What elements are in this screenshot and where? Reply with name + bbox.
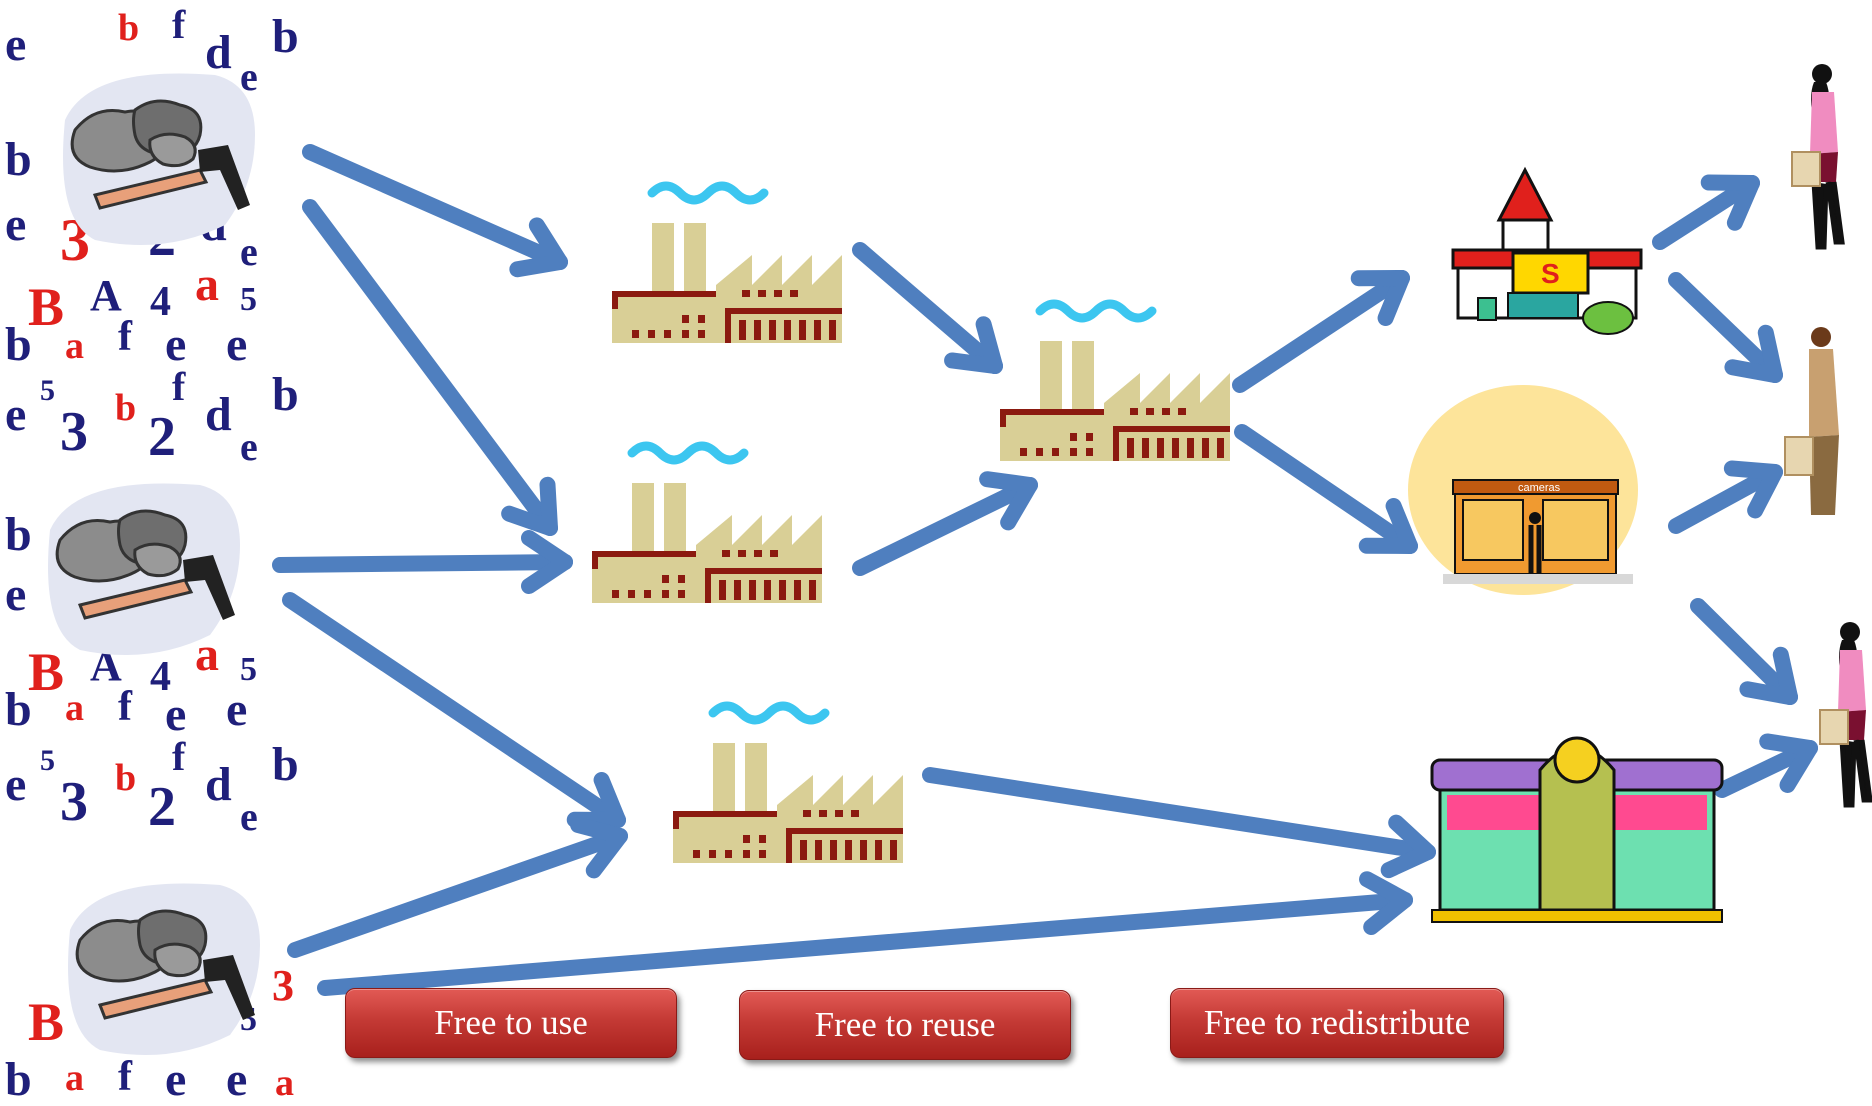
svg-text:f: f xyxy=(118,1054,133,1100)
svg-text:f: f xyxy=(172,364,186,409)
svg-text:b: b xyxy=(272,368,299,421)
shop-icon: S xyxy=(1451,166,1643,335)
svg-text:5: 5 xyxy=(40,744,55,777)
free-to-reuse-button[interactable]: Free to reuse xyxy=(739,990,1071,1060)
svg-text:e: e xyxy=(165,688,186,741)
svg-text:b: b xyxy=(5,1053,32,1106)
svg-text:b: b xyxy=(272,10,299,63)
svg-text:f: f xyxy=(118,314,133,360)
shopper-icon xyxy=(1792,64,1842,247)
svg-text:f: f xyxy=(172,2,186,47)
svg-text:e: e xyxy=(5,758,26,811)
svg-text:B: B xyxy=(28,277,64,337)
svg-text:e: e xyxy=(165,1053,186,1106)
svg-text:a: a xyxy=(65,325,84,367)
svg-text:3: 3 xyxy=(60,401,88,463)
svg-text:3: 3 xyxy=(60,771,88,833)
shopper-icon xyxy=(1784,327,1839,515)
svg-text:5: 5 xyxy=(240,651,257,688)
svg-text:A: A xyxy=(90,271,122,320)
factory-icon xyxy=(612,186,842,343)
rock-hammer-icon xyxy=(61,71,257,247)
flow-arrows xyxy=(272,144,1820,996)
svg-text:b: b xyxy=(5,683,32,736)
svg-text:a: a xyxy=(275,1062,294,1104)
svg-text:e: e xyxy=(226,318,247,371)
svg-text:b: b xyxy=(5,508,32,561)
svg-text:B: B xyxy=(28,992,64,1052)
jewelry-shop-icon xyxy=(1430,736,1724,923)
camera-shop-sign: cameras xyxy=(1518,482,1561,494)
svg-text:4: 4 xyxy=(150,654,171,700)
rock-hammer-icon xyxy=(66,881,262,1057)
svg-text:d: d xyxy=(205,26,232,79)
svg-text:e: e xyxy=(5,18,26,71)
camera-shop-icon: cameras xyxy=(1408,385,1638,595)
svg-text:f: f xyxy=(118,684,133,730)
svg-text:e: e xyxy=(5,568,26,621)
svg-text:f: f xyxy=(172,734,186,779)
svg-text:3: 3 xyxy=(272,961,294,1010)
svg-text:2: 2 xyxy=(148,776,176,838)
svg-text:b: b xyxy=(118,7,139,49)
svg-text:5: 5 xyxy=(40,374,55,407)
shopper-icon xyxy=(1820,622,1870,805)
rock-hammer-icon xyxy=(46,481,242,657)
svg-text:e: e xyxy=(226,1053,247,1106)
free-to-redistribute-button[interactable]: Free to redistribute xyxy=(1170,988,1504,1058)
svg-text:2: 2 xyxy=(148,406,176,468)
svg-text:b: b xyxy=(5,133,32,186)
svg-text:e: e xyxy=(240,54,258,99)
svg-text:a: a xyxy=(65,1057,84,1099)
factory-icon xyxy=(592,446,822,603)
svg-text:4: 4 xyxy=(150,279,171,325)
svg-text:e: e xyxy=(5,198,26,251)
svg-text:e: e xyxy=(240,424,258,469)
svg-text:b: b xyxy=(115,757,136,799)
svg-text:b: b xyxy=(115,387,136,429)
svg-text:e: e xyxy=(226,683,247,736)
svg-text:S: S xyxy=(1541,258,1560,289)
svg-text:b: b xyxy=(5,318,32,371)
factory-icon xyxy=(673,706,903,863)
svg-text:B: B xyxy=(28,642,64,702)
svg-text:b: b xyxy=(272,738,299,791)
svg-text:e: e xyxy=(240,794,258,839)
svg-text:d: d xyxy=(205,758,232,811)
svg-text:a: a xyxy=(195,258,219,311)
svg-text:d: d xyxy=(205,388,232,441)
free-to-use-button[interactable]: Free to use xyxy=(345,988,677,1058)
svg-text:5: 5 xyxy=(240,281,257,318)
svg-text:e: e xyxy=(165,318,186,371)
svg-text:e: e xyxy=(240,229,258,274)
svg-text:e: e xyxy=(5,388,26,441)
factory-icon xyxy=(1000,304,1230,461)
svg-text:a: a xyxy=(65,687,84,729)
